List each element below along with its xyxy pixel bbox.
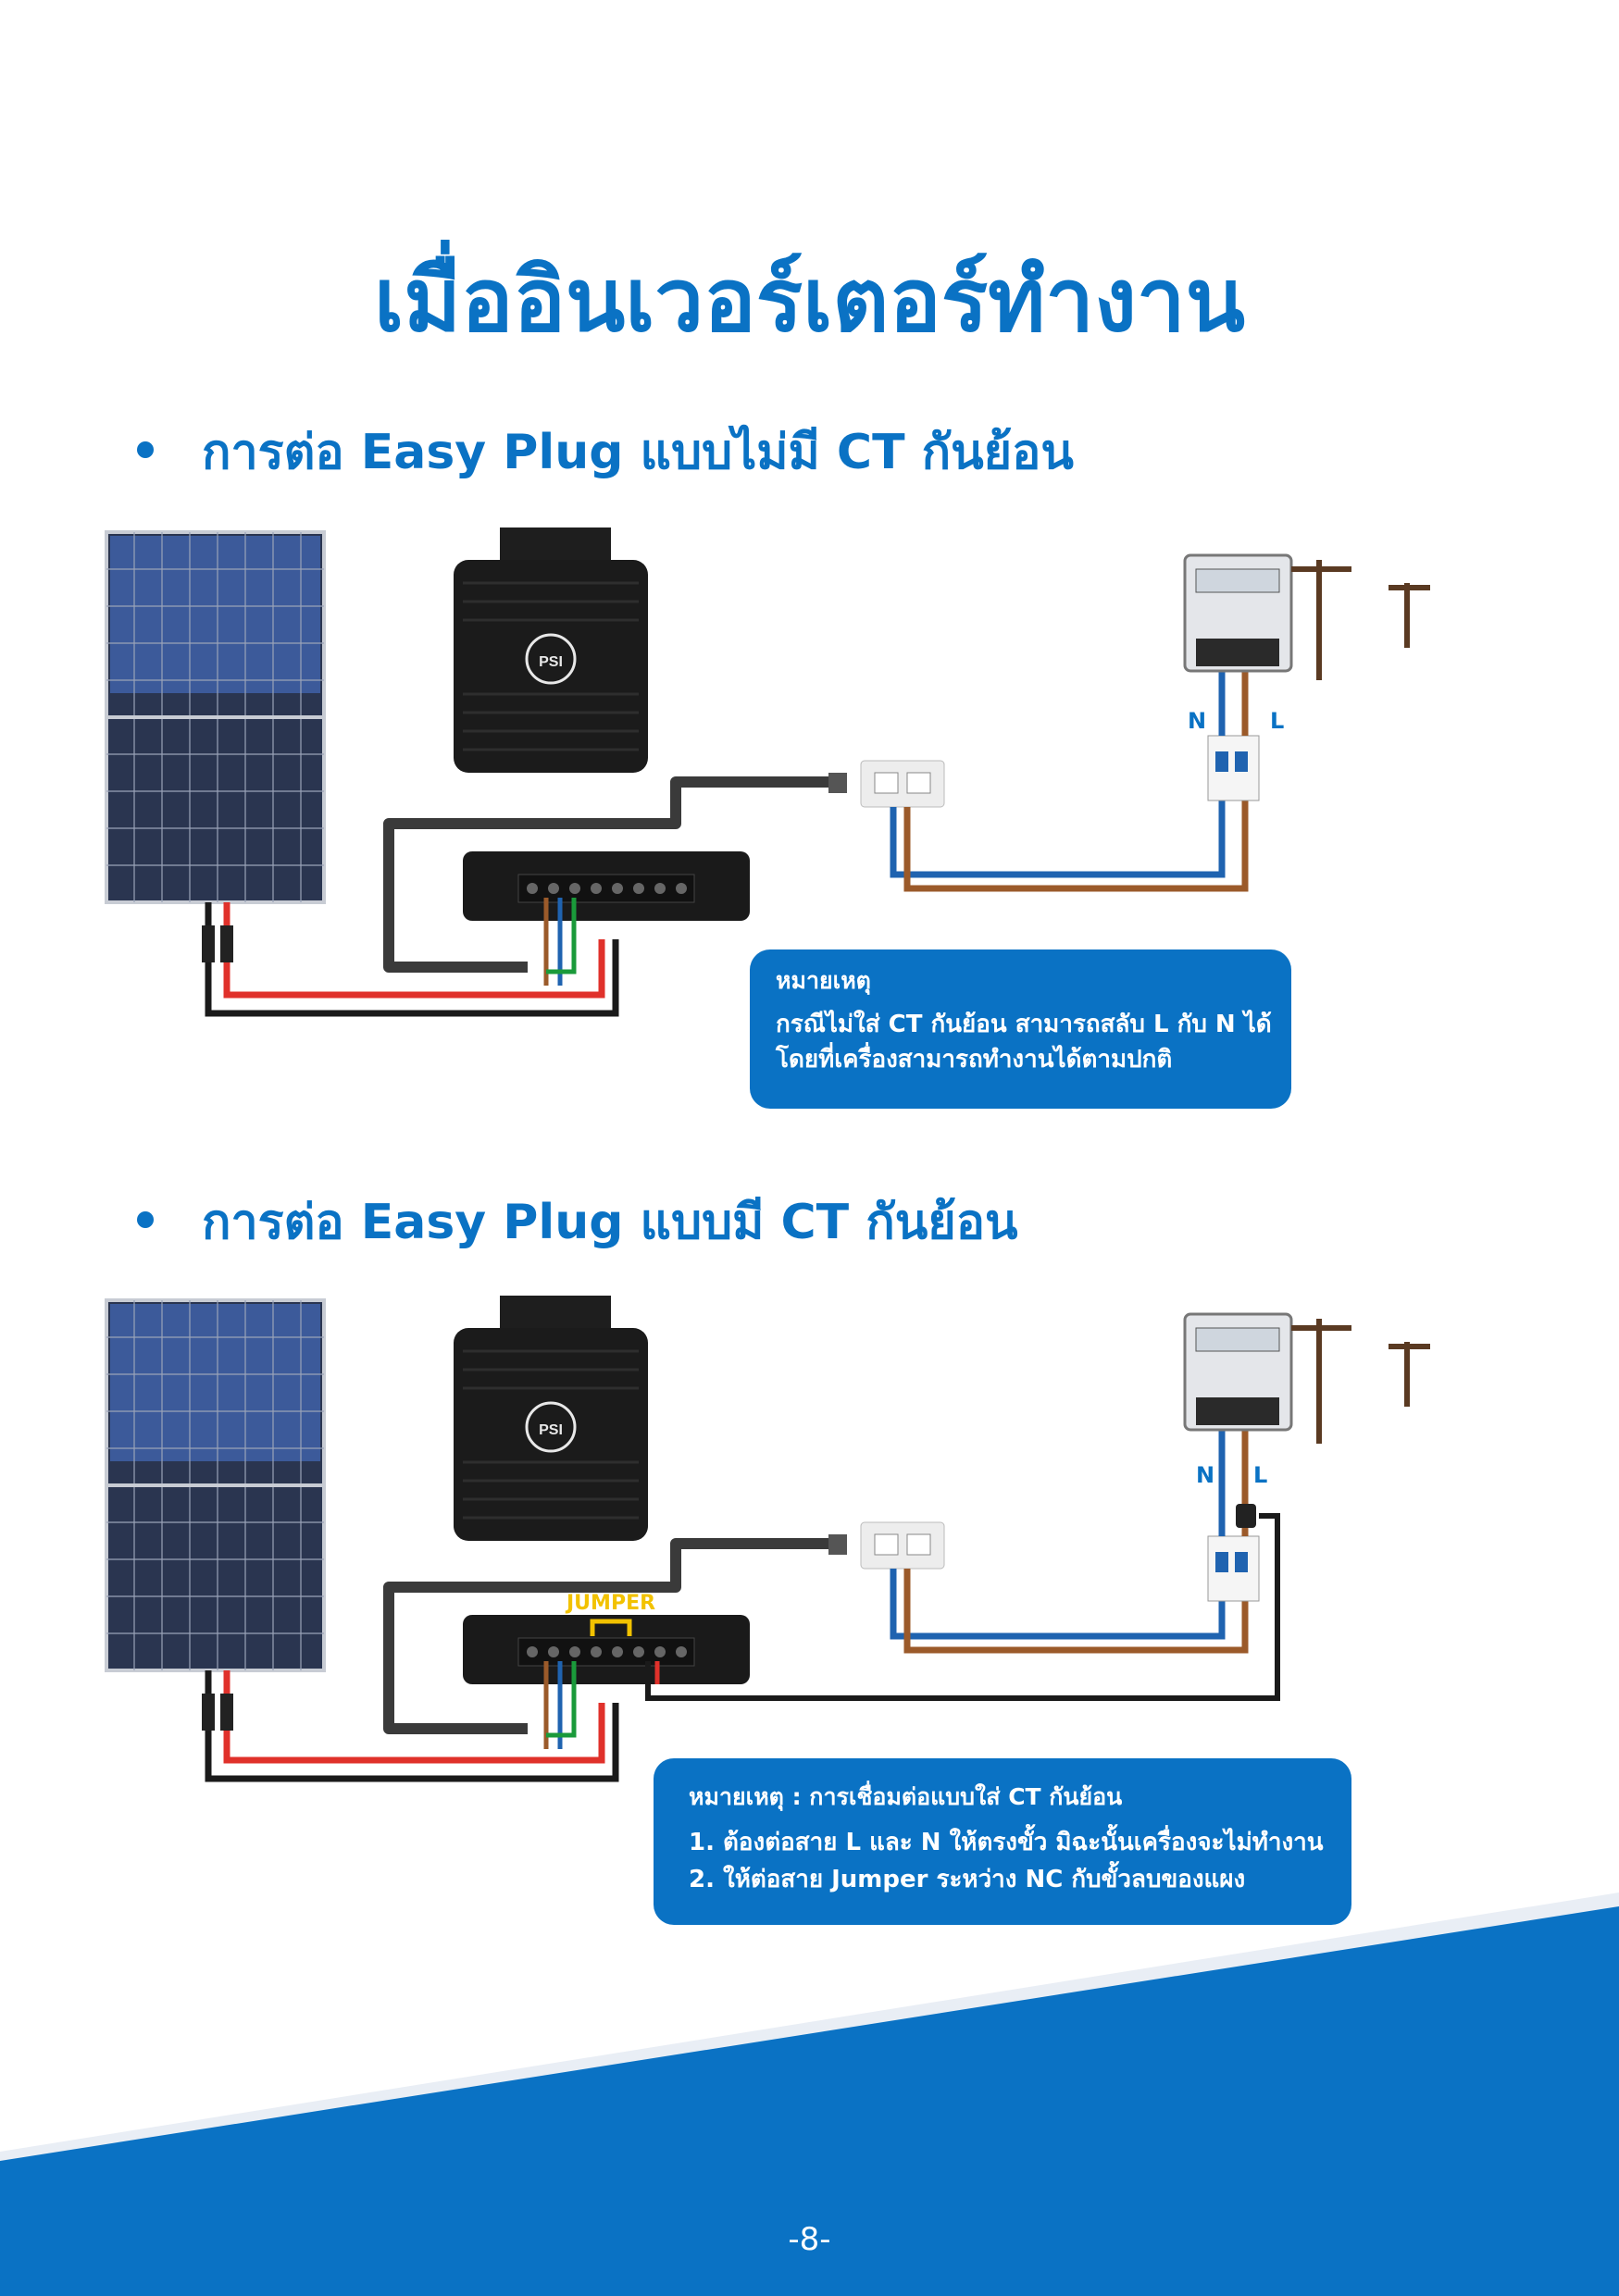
section-heading-text: การต่อ Easy Plug แบบมี CT กันย้อน bbox=[202, 1195, 1018, 1250]
section-heading-with-ct: การต่อ Easy Plug แบบมี CT กันย้อน bbox=[137, 1183, 1018, 1260]
note-heading: หมายเหตุ : การเชื่อมต่อแบบใส่ CT กันย้อน bbox=[689, 1783, 1123, 1810]
wiring-diagram-with-ct: PSI bbox=[0, 1286, 1619, 1934]
page-number: -8- bbox=[788, 2221, 831, 2258]
bullet-dot bbox=[137, 441, 154, 458]
brand-logo: PSI bbox=[539, 1422, 563, 1438]
note-box-no-ct: หมายเหตุ กรณีไม่ใส่ CT กันย้อน สามารถสลั… bbox=[750, 949, 1291, 1109]
bullet-dot bbox=[137, 1211, 154, 1228]
microinverter: PSI bbox=[454, 1296, 648, 1541]
circuit-breaker bbox=[1207, 1535, 1260, 1602]
note-line: โดยที่เครื่องสามารถทำงานได้ตามปกติ bbox=[776, 1046, 1173, 1074]
note-heading: หมายเหตุ bbox=[776, 967, 871, 994]
jumper-label: JUMPER bbox=[567, 1592, 656, 1615]
wall-outlet bbox=[860, 1521, 945, 1570]
solar-panel bbox=[105, 1298, 326, 1672]
easy-plug bbox=[463, 851, 750, 921]
utility-poles bbox=[1291, 1319, 1430, 1444]
wiring-diagram-no-ct: PSI bbox=[0, 518, 1619, 1166]
easy-plug bbox=[463, 1615, 750, 1684]
jumper-wire bbox=[590, 1619, 632, 1636]
page-title: เมื่ออินเวอร์เตอร์ทำงาน bbox=[374, 251, 1245, 352]
note-line: กรณีไม่ใส่ CT กันย้อน สามารถสลับ L กับ N… bbox=[776, 1011, 1272, 1038]
section-heading-text: การต่อ Easy Plug แบบไม่มี CT กันย้อน bbox=[202, 425, 1074, 480]
brand-logo: PSI bbox=[539, 654, 563, 670]
solar-panel bbox=[105, 530, 326, 904]
utility-poles bbox=[1291, 560, 1430, 680]
ct-clamp bbox=[1236, 1504, 1256, 1528]
electric-meter bbox=[1183, 553, 1293, 673]
wall-outlet bbox=[860, 760, 945, 808]
microinverter: PSI bbox=[454, 527, 648, 773]
electric-meter bbox=[1183, 1312, 1293, 1432]
neutral-label: N bbox=[1188, 708, 1207, 734]
note-box-with-ct: หมายเหตุ : การเชื่อมต่อแบบใส่ CT กันย้อน… bbox=[654, 1758, 1351, 1925]
live-label: L bbox=[1270, 708, 1285, 734]
neutral-label: N bbox=[1196, 1462, 1215, 1488]
note-line: 1. ต้องต่อสาย L และ N ให้ตรงขั้ว มิฉะนั้… bbox=[689, 1829, 1324, 1856]
note-line: 2. ให้ต่อสาย Jumper ระหว่าง NC กับขั้วลบ… bbox=[689, 1866, 1246, 1893]
circuit-breaker bbox=[1207, 735, 1260, 801]
live-label: L bbox=[1253, 1462, 1268, 1488]
section-heading-no-ct: การต่อ Easy Plug แบบไม่มี CT กันย้อน bbox=[137, 413, 1074, 490]
